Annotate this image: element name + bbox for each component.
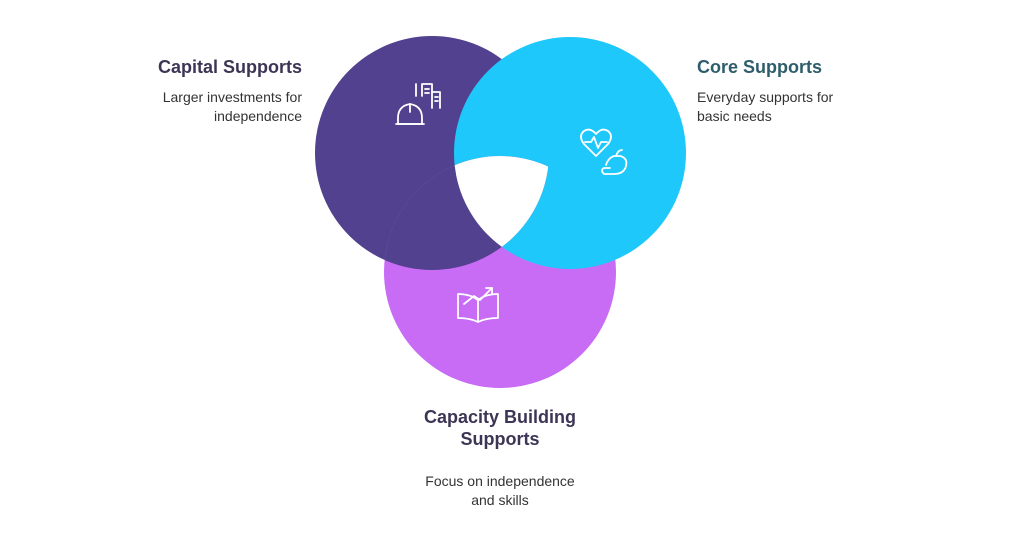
capacity-description: Focus on independence and skills	[400, 472, 600, 510]
center-region	[454, 156, 549, 269]
core-description: Everyday supports for basic needs	[697, 88, 917, 126]
capital-description: Larger investments for independence	[82, 88, 302, 126]
capital-desc-line: Larger investments for	[162, 89, 302, 105]
heart-arm-icon	[580, 128, 628, 175]
capital-desc-line: independence	[214, 108, 302, 124]
capacity-title-line: Capacity Building	[423, 407, 576, 427]
capacity-title: Capacity Building Supports	[400, 406, 600, 450]
core-desc-line: basic needs	[697, 108, 772, 124]
core-label-block: Core Supports Everyday supports for basi…	[697, 56, 917, 126]
capacity-title-line: Supports	[460, 429, 540, 449]
core-title: Core Supports	[697, 57, 823, 77]
book-growth-icon	[457, 287, 499, 323]
buildings-hardhat-icon	[395, 83, 441, 125]
capacity-label-block: Capacity Building Supports Focus on inde…	[400, 406, 600, 510]
capacity-desc-line: Focus on independence	[425, 473, 575, 489]
capacity-desc-line: and skills	[471, 492, 529, 508]
capital-label-block: Capital Supports Larger investments for …	[82, 56, 302, 126]
core-desc-line: Everyday supports for	[697, 89, 834, 105]
capital-title: Capital Supports	[157, 57, 302, 77]
